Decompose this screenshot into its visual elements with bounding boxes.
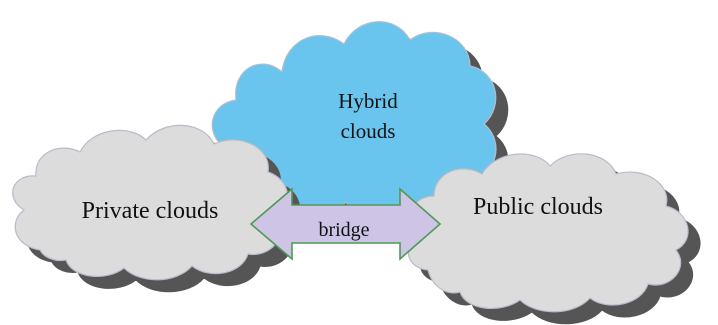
bridge-arrow: bridge [249, 187, 442, 261]
hybrid-cloud-label-line2: clouds [341, 119, 396, 143]
bridge-arrow-shape [249, 187, 442, 261]
hybrid-cloud: Hybrid clouds [211, 21, 509, 231]
private-cloud-label: Private clouds [82, 198, 219, 224]
public-cloud-shape [407, 153, 689, 313]
public-cloud: Public clouds [407, 153, 701, 325]
private-cloud: Private clouds [12, 124, 301, 293]
bridge-label: bridge [318, 219, 369, 241]
public-cloud-label: Public clouds [473, 194, 603, 220]
hybrid-cloud-label-line1: Hybrid [338, 89, 398, 113]
